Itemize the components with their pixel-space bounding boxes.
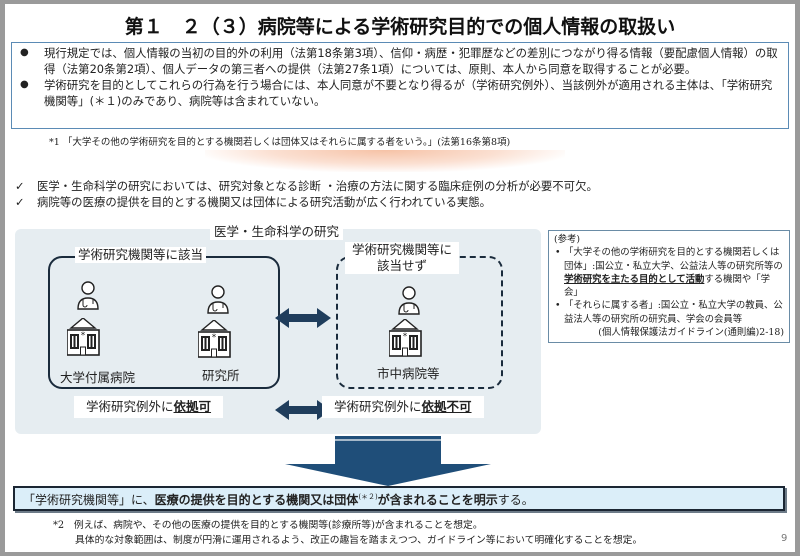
summary-box: 現行規定では、個人情報の当初の目的外の利用（法第18条第3項）、信仰・病歴・犯罪… xyxy=(11,42,789,129)
reference-text: する機関や「学会」 xyxy=(564,273,770,299)
slide: 第１ ２（３）病院等による学術研究目的での個人情報の取扱い 現行規定では、個人情… xyxy=(5,4,795,552)
check-item: ✓ 病院等の医療の提供を目的とする機関又は団体による研究活動が広く行われている実態… xyxy=(15,194,598,210)
right-result: 学術研究例外に依拠不可 xyxy=(322,396,484,418)
conclusion-bold: 医療の提供を目的とする機関又は団体 xyxy=(154,493,359,507)
footnote-2: *2 例えば、病院や、その他の医療の提供を目的とする機関等(診療所等)が含まれる… xyxy=(53,518,642,548)
reference-text: 「大学その他の学術研究を目的とする機関若しくは団体」:国公立・私立大学、公益法人… xyxy=(564,247,783,272)
doctor-icon xyxy=(398,286,420,315)
check-icon: ✓ xyxy=(15,179,25,193)
check-item: ✓ 医学・生命科学の研究においては、研究対象となる診断 ・治療の方法に関する臨床症… xyxy=(15,178,598,194)
summary-bullet: 学術研究を目的としてこれらの行為を行う場合には、本人同意が不要となり得るが（学術… xyxy=(20,77,782,109)
footnote-1: *1 「大学その他の学術研究を目的とする機関若しくは団体又はそれらに属する者をい… xyxy=(49,137,511,148)
doctor-icon xyxy=(77,281,99,310)
reference-item: 「大学その他の学術研究を目的とする機関若しくは団体」:国公立・私立大学、公益法人… xyxy=(554,246,784,299)
double-arrow-icon xyxy=(275,308,331,328)
right-result-prefix: 学術研究例外に xyxy=(334,399,422,414)
left-result: 学術研究例外に依拠可 xyxy=(74,396,224,418)
check-icon: ✓ xyxy=(15,195,25,209)
orange-arrow-shape xyxy=(205,150,565,172)
left-result-prefix: 学術研究例外に xyxy=(86,399,174,414)
reference-item: 「それらに属する者」:国公立・私立大学の教員、公益法人等の研究所の研究員、学会の… xyxy=(554,299,784,326)
left-result-bold: 依拠可 xyxy=(173,399,212,414)
footnote-2-line: 具体的な対象範囲は、制度が円滑に運用されるよう、改正の趣旨を踏まえつつ、ガイドラ… xyxy=(75,535,643,546)
check-text: 病院等の医療の提供を目的とする機関又は団体による研究活動が広く行われている実態。 xyxy=(37,195,492,209)
left-box-label: 学術研究機関等に該当 xyxy=(75,247,207,263)
conclusion-footnote-ref: (＊２) xyxy=(358,493,378,501)
right-box-label: 学術研究機関等に該当せず xyxy=(345,242,459,274)
reference-heading: (参考) xyxy=(554,234,581,245)
check-list: ✓ 医学・生命科学の研究においては、研究対象となる診断 ・治療の方法に関する臨床症… xyxy=(15,178,598,210)
page-number: 9 xyxy=(781,533,788,544)
reference-box: (参考) 「大学その他の学術研究を目的とする機関若しくは団体」:国公立・私立大学… xyxy=(548,230,790,343)
reference-bold-text: 学術研究を主たる目的として活動 xyxy=(564,273,705,285)
hospital-building-icon xyxy=(67,318,100,356)
university-hospital-label: 大学付属病院 xyxy=(60,370,136,385)
diagram-title: 医学・生命科学の研究 xyxy=(210,221,344,240)
right-result-bold: 依拠不可 xyxy=(421,399,472,414)
double-arrow-icon xyxy=(275,400,331,420)
footnote-2-line: *2 例えば、病院や、その他の医療の提供を目的とする機関等(診療所等)が含まれる… xyxy=(53,520,483,531)
check-text: 医学・生命科学の研究においては、研究対象となる診断 ・治療の方法に関する臨床症例… xyxy=(37,179,598,193)
research-institute-label: 研究所 xyxy=(202,368,240,383)
conclusion-bold: が含まれることを明示 xyxy=(377,493,498,507)
summary-bullet: 現行規定では、個人情報の当初の目的外の利用（法第18条第3項）、信仰・病歴・犯罪… xyxy=(20,45,782,77)
hospital-building-icon xyxy=(198,320,231,358)
conclusion-bar: 「学術研究機関等」に、医療の提供を目的とする機関又は団体(＊２)が含まれることを… xyxy=(13,486,785,511)
page-title: 第１ ２（３）病院等による学術研究目的での個人情報の取扱い xyxy=(124,16,676,38)
down-arrow-icon xyxy=(285,436,491,486)
hospital-building-icon xyxy=(389,319,422,357)
reference-source: (個人情報保護法ガイドライン(通則編)2-18) xyxy=(598,327,784,339)
city-hospital-label: 市中病院等 xyxy=(377,366,440,381)
conclusion-text: する。 xyxy=(497,493,534,507)
conclusion-text: 「学術研究機関等」に、 xyxy=(23,493,155,507)
doctor-icon xyxy=(207,285,229,314)
